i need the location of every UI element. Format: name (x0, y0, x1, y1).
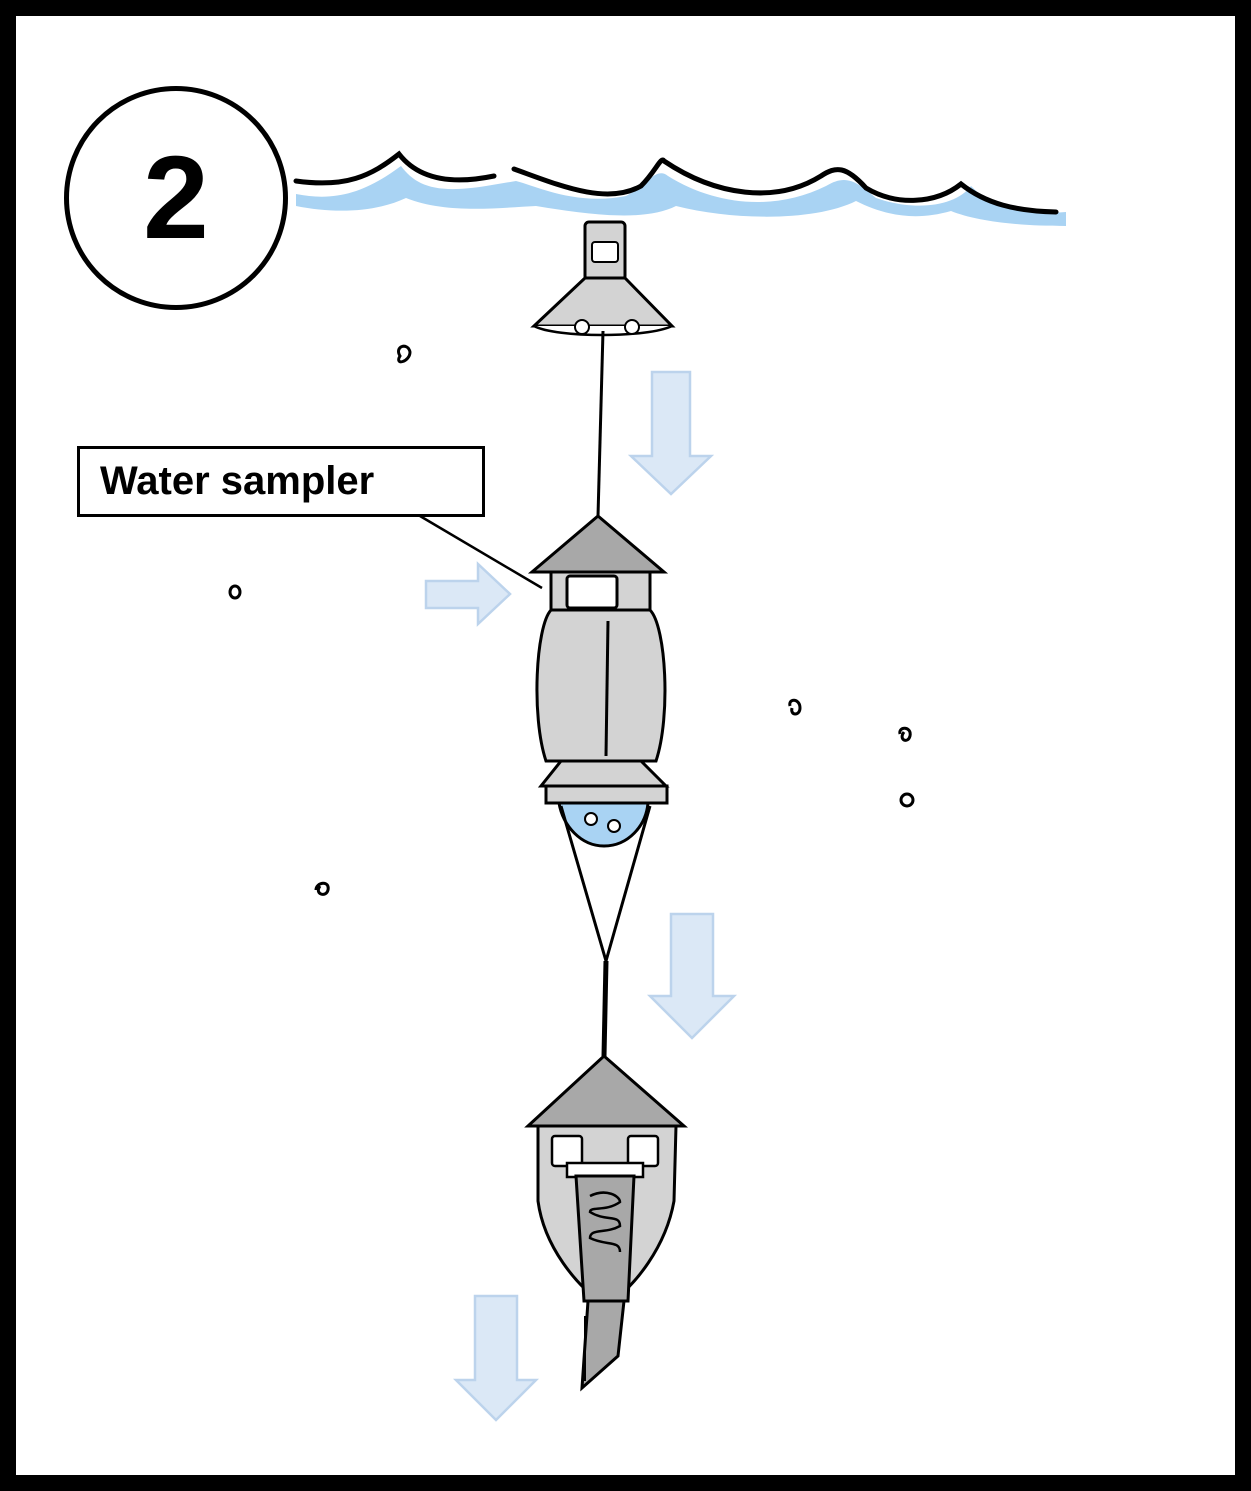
upper-tether (596, 330, 605, 517)
diagram-panel: 2 Water sampler (16, 16, 1235, 1475)
sediment-corer (524, 1053, 688, 1392)
diagram-canvas (228, 150, 1066, 1422)
water-sampler (527, 514, 670, 848)
down-arrow (646, 912, 738, 1040)
step-number: 2 (143, 132, 209, 264)
water-particles (228, 344, 915, 896)
callout-leader (419, 514, 543, 590)
water-surface (293, 150, 1066, 226)
down-arrow (452, 1294, 540, 1422)
down-arrow (627, 370, 715, 496)
bridle-tether (559, 805, 652, 1057)
surface-float (530, 220, 676, 337)
step-badge: 2 (64, 86, 288, 310)
inflow-arrow (424, 561, 512, 627)
water-sampler-callout: Water sampler (77, 446, 485, 517)
water-sampler-label: Water sampler (100, 459, 375, 503)
